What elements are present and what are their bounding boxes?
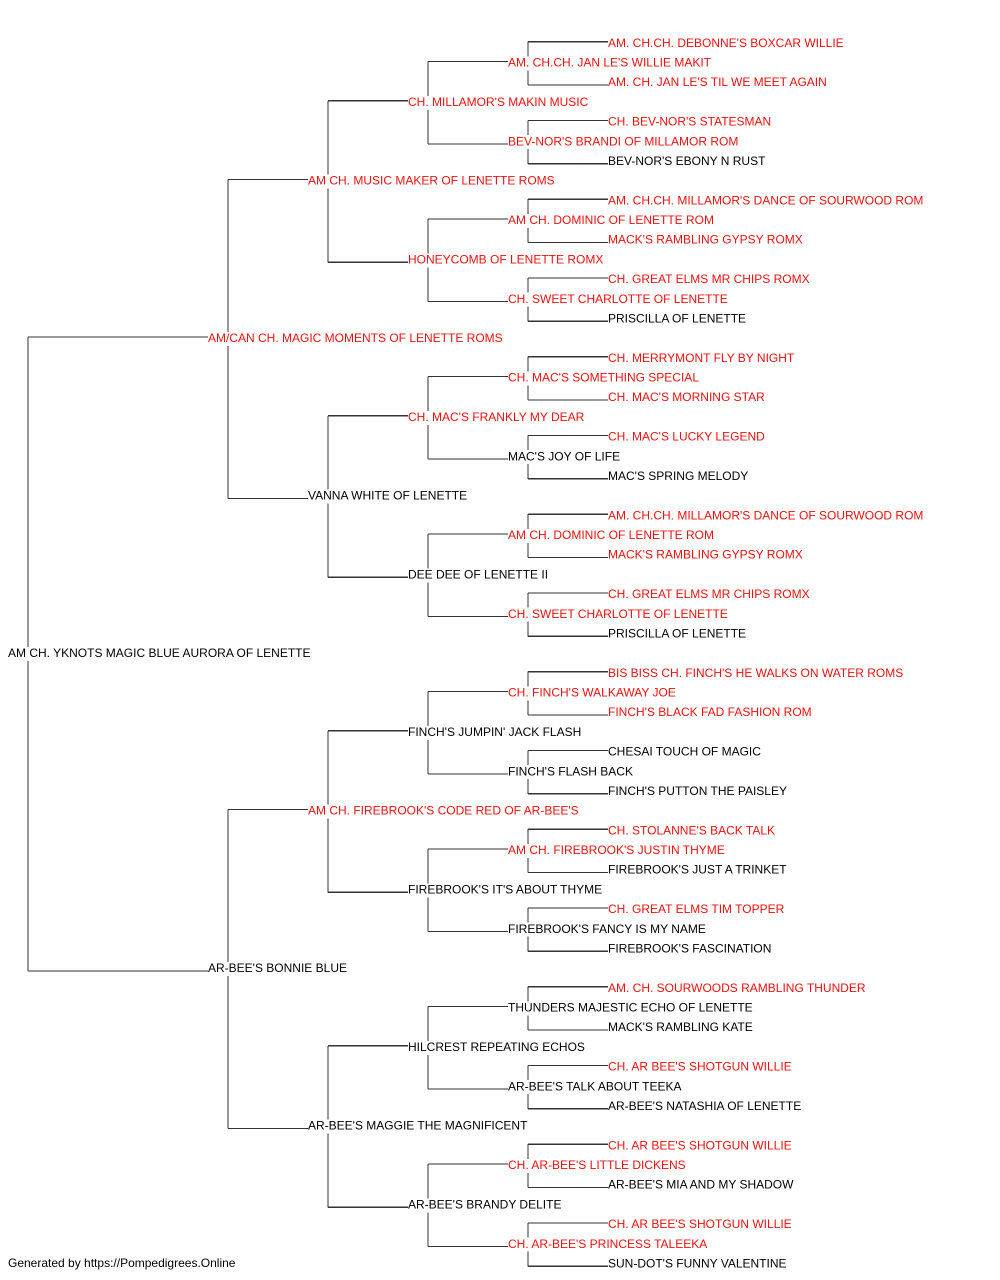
ancestor-name: FIREBROOK'S JUST A TRINKET — [608, 863, 787, 877]
ancestor-name: AM CH. FIREBROOK'S JUSTIN THYME — [508, 843, 725, 857]
ancestor-name: CH. AR BEE'S SHOTGUN WILLIE — [608, 1060, 792, 1074]
ancestor-name: THUNDERS MAJESTIC ECHO OF LENETTE — [508, 1001, 753, 1015]
ancestor-name: CH. GREAT ELMS TIM TOPPER — [608, 902, 785, 916]
ancestor-name: FINCH'S PUTTON THE PAISLEY — [608, 784, 787, 798]
ancestor-name: PRISCILLA OF LENETTE — [608, 311, 746, 325]
ancestor-name: CH. MAC'S MORNING STAR — [608, 390, 765, 404]
ancestor-name: CH. AR-BEE'S PRINCESS TALEEKA — [508, 1237, 707, 1251]
ancestor-name: AR-BEE'S BONNIE BLUE — [208, 961, 347, 975]
ancestor-name: BIS BISS CH. FINCH'S HE WALKS ON WATER R… — [608, 666, 903, 680]
ancestor-name: CH. SWEET CHARLOTTE OF LENETTE — [508, 292, 728, 306]
ancestor-name: CH. MAC'S FRANKLY MY DEAR — [408, 410, 585, 424]
ancestor-name: CH. AR-BEE'S LITTLE DICKENS — [508, 1158, 686, 1172]
ancestor-name: AM. CH.CH. DEBONNE'S BOXCAR WILLIE — [608, 36, 844, 50]
ancestor-name: CH. MAC'S LUCKY LEGEND — [608, 430, 765, 444]
ancestor-name: AR-BEE'S MAGGIE THE MAGNIFICENT — [308, 1119, 528, 1133]
ancestor-name: FINCH'S FLASH BACK — [508, 764, 633, 778]
ancestor-name: VANNA WHITE OF LENETTE — [308, 489, 467, 503]
ancestor-name: CH. FINCH'S WALKAWAY JOE — [508, 686, 676, 700]
ancestor-name: FIREBROOK'S IT'S ABOUT THYME — [408, 882, 602, 896]
ancestor-name: CH. SWEET CHARLOTTE OF LENETTE — [508, 607, 728, 621]
ancestor-name: SUN-DOT'S FUNNY VALENTINE — [608, 1256, 787, 1270]
ancestor-name: CH. BEV-NOR'S STATESMAN — [608, 115, 771, 129]
ancestor-name: CH. GREAT ELMS MR CHIPS ROMX — [608, 587, 810, 601]
ancestor-name: CH. STOLANNE'S BACK TALK — [608, 823, 775, 837]
ancestor-name: CH. AR BEE'S SHOTGUN WILLIE — [608, 1217, 792, 1231]
ancestor-name: CH. MILLAMOR'S MAKIN MUSIC — [408, 95, 589, 109]
ancestor-name: AR-BEE'S TALK ABOUT TEEKA — [508, 1079, 681, 1093]
ancestor-name: AR-BEE'S BRANDY DELITE — [408, 1197, 561, 1211]
ancestor-name: HONEYCOMB OF LENETTE ROMX — [408, 252, 603, 266]
ancestor-name: AM. CH.CH. JAN LE'S WILLIE MAKIT — [508, 56, 712, 70]
ancestor-name: MACK'S RAMBLING GYPSY ROMX — [608, 548, 803, 562]
ancestor-name: AM CH. MUSIC MAKER OF LENETTE ROMS — [308, 174, 555, 188]
ancestor-name: MACK'S RAMBLING GYPSY ROMX — [608, 233, 803, 247]
ancestor-name: HILCREST REPEATING ECHOS — [408, 1040, 585, 1054]
ancestor-name: MAC'S JOY OF LIFE — [508, 449, 620, 463]
ancestor-name: DEE DEE OF LENETTE II — [408, 567, 548, 581]
ancestor-name: FINCH'S JUMPIN' JACK FLASH — [408, 725, 581, 739]
ancestor-name: CH. MAC'S SOMETHING SPECIAL — [508, 371, 699, 385]
ancestor-name: AM. CH. SOURWOODS RAMBLING THUNDER — [608, 981, 866, 995]
ancestor-name: AR-BEE'S MIA AND MY SHADOW — [608, 1178, 794, 1192]
ancestor-name: CH. GREAT ELMS MR CHIPS ROMX — [608, 272, 810, 286]
ancestor-name: CH. AR BEE'S SHOTGUN WILLIE — [608, 1138, 792, 1152]
ancestor-name: AM CH. DOMINIC OF LENETTE ROM — [508, 213, 714, 227]
ancestor-name: CHESAI TOUCH OF MAGIC — [608, 745, 761, 759]
footer-credit: Generated by https://Pompedigrees.Online — [8, 1256, 236, 1270]
ancestor-name: MAC'S SPRING MELODY — [608, 469, 748, 483]
ancestor-name: AM. CH.CH. MILLAMOR'S DANCE OF SOURWOOD … — [608, 193, 923, 207]
ancestor-name: AM. CH.CH. MILLAMOR'S DANCE OF SOURWOOD … — [608, 508, 923, 522]
ancestor-name: AM. CH. JAN LE'S TIL WE MEET AGAIN — [608, 75, 827, 89]
ancestor-name: FINCH'S BLACK FAD FASHION ROM — [608, 705, 812, 719]
ancestor-name: CH. MERRYMONT FLY BY NIGHT — [608, 351, 795, 365]
ancestor-name: FIREBROOK'S FASCINATION — [608, 941, 771, 955]
ancestor-name: AM CH. FIREBROOK'S CODE RED OF AR-BEE'S — [308, 804, 579, 818]
ancestor-name: AM/CAN CH. MAGIC MOMENTS OF LENETTE ROMS — [208, 331, 503, 345]
ancestor-name: AM CH. DOMINIC OF LENETTE ROM — [508, 528, 714, 542]
subject-name: AM CH. YKNOTS MAGIC BLUE AURORA OF LENET… — [8, 646, 311, 660]
ancestor-name: PRISCILLA OF LENETTE — [608, 626, 746, 640]
ancestor-name: AR-BEE'S NATASHIA OF LENETTE — [608, 1099, 801, 1113]
ancestor-name: FIREBROOK'S FANCY IS MY NAME — [508, 922, 706, 936]
ancestor-name: BEV-NOR'S EBONY N RUST — [608, 154, 766, 168]
ancestor-name: BEV-NOR'S BRANDI OF MILLAMOR ROM — [508, 134, 738, 148]
ancestor-name: MACK'S RAMBLING KATE — [608, 1020, 753, 1034]
